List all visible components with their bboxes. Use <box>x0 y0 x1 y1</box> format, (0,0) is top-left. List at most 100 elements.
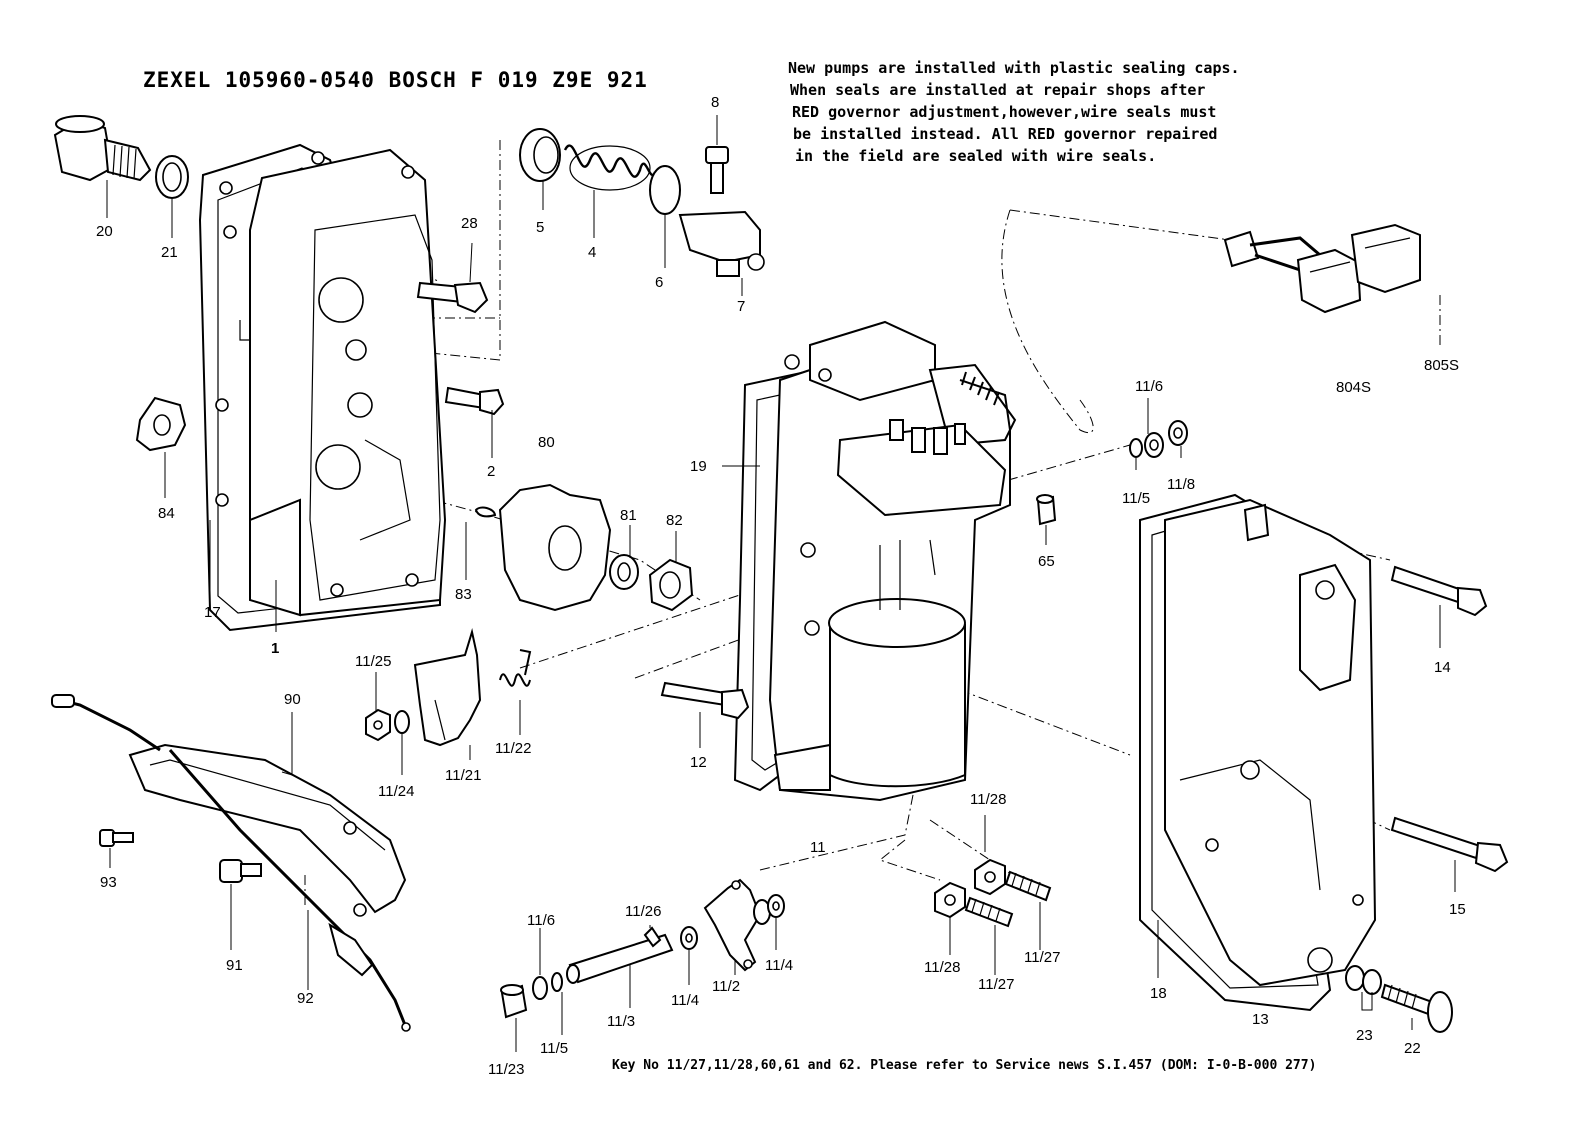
label-92: 92 <box>297 990 314 1007</box>
part-65-sleeve <box>1036 494 1057 526</box>
label-22: 22 <box>1404 1040 1421 1057</box>
part-8-screw <box>705 146 729 194</box>
label-1: 1 <box>271 640 279 657</box>
label-11-26: 11/26 <box>625 903 661 920</box>
part-11-21-lever <box>413 628 482 747</box>
label-11-24: 11/24 <box>378 783 414 800</box>
label-11-8: 11/8 <box>1167 476 1195 493</box>
label-84: 84 <box>158 505 175 522</box>
label-6: 6 <box>655 274 663 291</box>
part-11-23-sleeve <box>500 984 528 1019</box>
label-18: 18 <box>1150 985 1167 1002</box>
part-11-24-washer <box>394 710 410 734</box>
label-93: 93 <box>100 874 117 891</box>
part-93-screw <box>99 829 134 847</box>
part-11-4-washer-left <box>680 926 698 950</box>
part-11-25-nut <box>365 708 391 742</box>
part-28-bolt <box>416 281 489 314</box>
part-1-governor-housing <box>239 148 447 617</box>
part-11-26-pin <box>643 926 662 948</box>
part-11-5-ring-upper <box>1129 438 1143 458</box>
label-15: 15 <box>1449 901 1466 918</box>
part-11-6-washer-lower <box>532 976 548 1000</box>
label-11-27-right: 11/27 <box>1024 949 1060 966</box>
label-11-28-upper: 11/28 <box>970 791 1006 808</box>
label-12: 12 <box>690 754 707 771</box>
label-11-5-upper: 11/5 <box>1122 490 1150 507</box>
label-21: 21 <box>161 244 178 261</box>
part-4-spring <box>563 144 657 191</box>
label-8: 8 <box>711 94 719 111</box>
part-22-bolt <box>1380 983 1453 1033</box>
label-81: 81 <box>620 507 637 524</box>
label-80: 80 <box>538 434 555 451</box>
label-11-25: 11/25 <box>355 653 391 670</box>
label-11-28-lower: 11/28 <box>924 959 960 976</box>
part-11-3-shaft <box>566 933 674 984</box>
note-line-2: When seals are installed at repair shops… <box>790 81 1205 99</box>
label-11-23: 11/23 <box>488 1061 524 1078</box>
note-line-3: RED governor adjustment,however,wire sea… <box>792 103 1216 121</box>
label-14: 14 <box>1434 659 1451 676</box>
part-11-6-washer-upper <box>1144 432 1164 458</box>
diagram-title: ZEXEL 105960-0540 BOSCH F 019 Z9E 921 <box>143 68 648 92</box>
part-11-27-screw-right <box>1004 870 1052 902</box>
part-11-governor-assembly <box>768 320 1017 802</box>
label-11-27-left: 11/27 <box>978 976 1014 993</box>
part-82-nut <box>648 558 694 612</box>
part-11-5-ring-lower <box>551 972 563 992</box>
label-82: 82 <box>666 512 683 529</box>
label-11-6-upper: 11/6 <box>1135 378 1163 395</box>
label-65: 65 <box>1038 553 1055 570</box>
label-7: 7 <box>737 298 745 315</box>
note-line-4: be installed instead. All RED governor r… <box>793 125 1217 143</box>
label-19: 19 <box>690 458 707 475</box>
part-15-bolt <box>1390 816 1509 873</box>
label-4: 4 <box>588 244 596 261</box>
part-11-22-spring <box>499 649 532 687</box>
service-footnote: Key No 11/27,11/28,60,61 and 62. Please … <box>612 1058 1316 1073</box>
part-14-bolt <box>1390 565 1488 617</box>
label-11-21: 11/21 <box>445 767 481 784</box>
part-90-cable-bracket <box>128 743 407 917</box>
note-line-5: in the field are sealed with wire seals. <box>795 147 1156 165</box>
label-11-3: 11/3 <box>607 1013 635 1030</box>
part-84-clip <box>135 396 187 452</box>
label-805s: 805S <box>1424 357 1459 374</box>
part-83-key <box>474 506 497 518</box>
part-11-28-nut-left <box>934 881 966 919</box>
part-11-27-screw-left <box>964 896 1014 928</box>
label-13: 13 <box>1252 1011 1269 1028</box>
part-13-cover <box>1164 498 1377 987</box>
part-23-washers <box>1345 965 1382 995</box>
label-11-2: 11/2 <box>712 978 740 995</box>
label-83: 83 <box>455 586 472 603</box>
part-labels: 20 21 5 4 6 8 7 28 2 80 84 17 1 83 81 82… <box>96 94 1466 1078</box>
part-2-bolt <box>444 386 505 416</box>
label-804s: 804S <box>1336 379 1371 396</box>
part-80-wheel <box>498 483 612 612</box>
part-92-cable <box>51 694 411 1032</box>
installation-note: New pumps are installed with plastic sea… <box>788 59 1240 165</box>
label-17: 17 <box>204 604 221 621</box>
part-11-4-washer-right <box>767 894 785 918</box>
part-7-bracket <box>678 210 765 277</box>
label-11-6-lower: 11/6 <box>527 912 555 929</box>
part-21-ring <box>155 155 189 199</box>
label-91: 91 <box>226 957 243 974</box>
label-11-4-right: 11/4 <box>765 957 793 974</box>
part-11-28-nut-right <box>974 858 1006 896</box>
leader-lines <box>106 115 1456 1052</box>
part-20-plug <box>53 115 152 182</box>
part-12-bolt <box>660 681 750 720</box>
part-11-2-lever <box>703 878 771 972</box>
part-6-washer <box>649 165 681 215</box>
part-804s-805s-connector <box>1223 223 1421 314</box>
label-11-22: 11/22 <box>495 740 531 757</box>
part-91-screw <box>219 859 262 883</box>
label-23: 23 <box>1356 1027 1373 1044</box>
label-5: 5 <box>536 219 544 236</box>
label-11: 11 <box>810 839 826 856</box>
label-2: 2 <box>487 463 495 480</box>
